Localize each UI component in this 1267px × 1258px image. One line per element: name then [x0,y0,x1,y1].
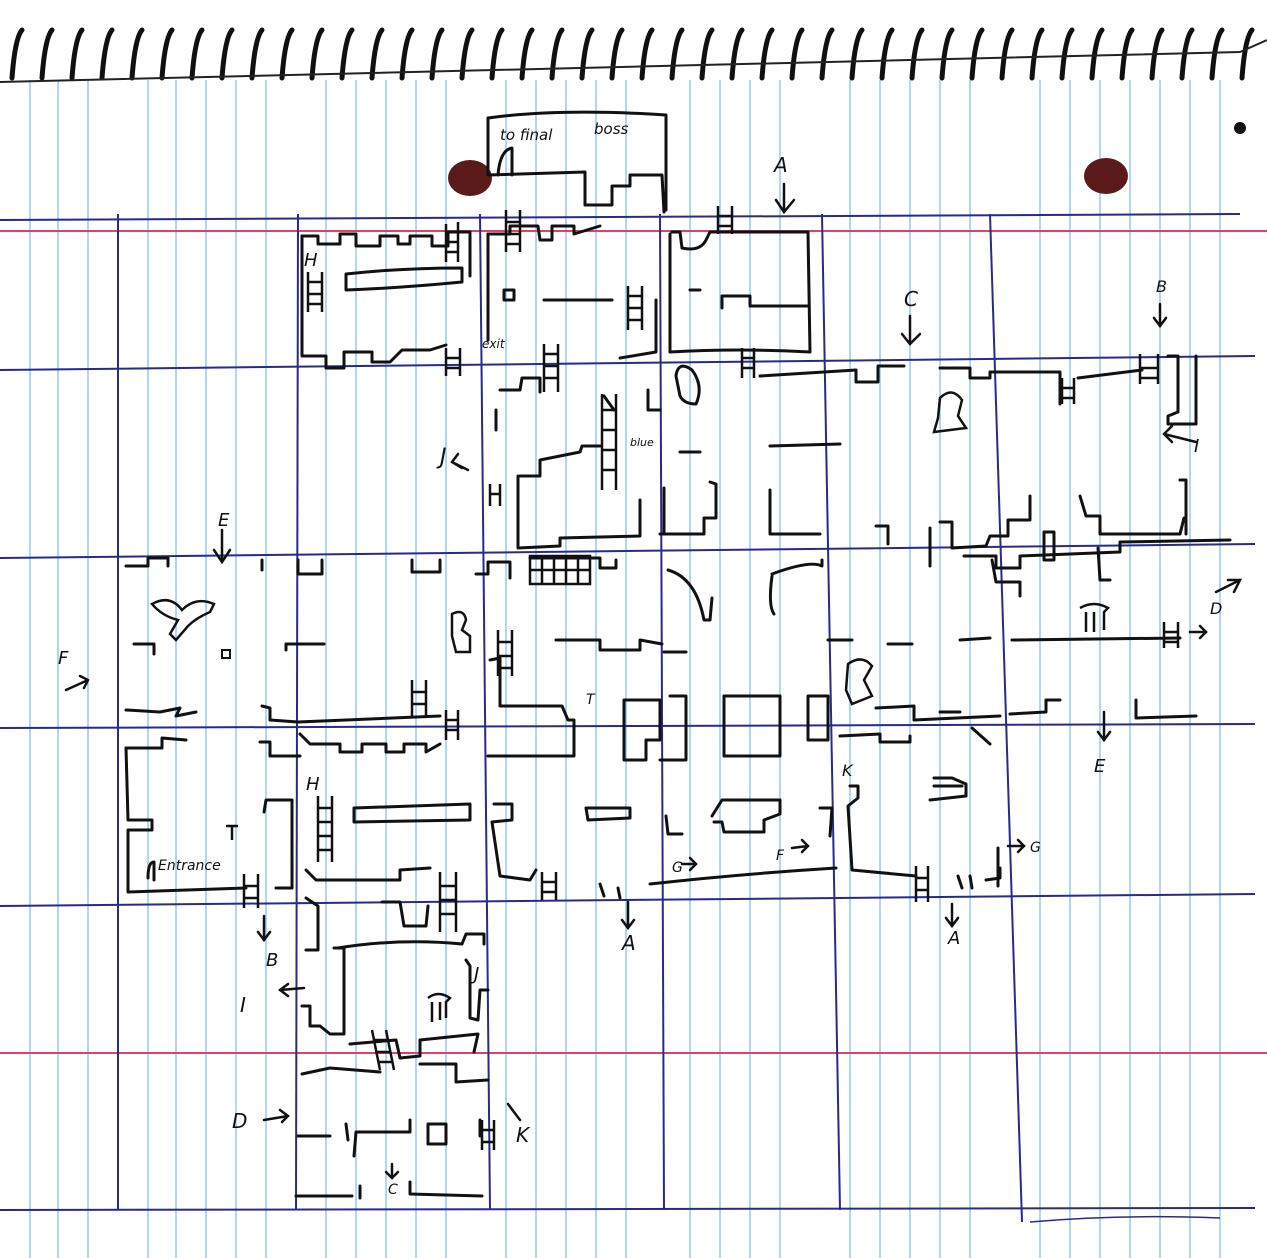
marker-J-left: J [436,445,447,470]
marker-G-bottom: G [672,860,683,876]
marker-A-right: A [947,928,960,949]
marker-I-left: I [240,993,246,1017]
marker-A-bottom: A [620,931,636,955]
marker-K-right: K [842,761,854,780]
margin-lines [0,230,1267,1054]
punch-hole-icon [1084,158,1128,194]
marker-H-bottom: H [306,774,320,795]
marker-J-lower: J [471,964,479,985]
final-boss-label-2: boss [594,120,629,138]
exit-word-label: exit [482,337,506,351]
door-arch-icon [226,824,238,840]
block-icon [221,649,231,659]
marker-H-top: H [304,250,318,271]
marker-E-top: E [218,510,230,531]
arrow-marks [64,182,1243,1180]
marker-B-left: B [266,950,278,971]
blue-word-label: blue [630,436,654,449]
marker-F-left: F [58,648,69,669]
marker-B-top: B [1156,277,1167,296]
entrance-label: Entrance [158,858,221,874]
statue-icon [450,391,969,706]
marker-K-bottom: K [516,1123,531,1147]
page-bottom-scribble [1029,1215,1221,1223]
final-boss-label: to final [500,126,553,144]
marker-C-bottom: C [388,1182,398,1198]
marker-G-right: G [1030,840,1041,856]
pen-dot [1234,122,1246,134]
marker-I-right: I [1194,436,1199,457]
dungeon-walls [124,110,1232,1200]
marker-C-top: C [904,287,918,311]
marker-D-right: D [1210,599,1222,618]
spiral-binding-icon [9,27,1255,81]
ladder-icon [242,206,1180,1150]
punch-hole-icon [448,160,492,196]
marker-F-bottom: F [776,848,785,864]
map-grid [0,213,1256,1223]
pedestal-icon [427,602,1111,1022]
marker-E-right: E [1094,756,1106,777]
marker-T-center: T [586,692,596,708]
bird-creature-icon [150,598,216,642]
marker-A-top: A [772,153,788,177]
marker-D-left: D [232,1109,247,1133]
